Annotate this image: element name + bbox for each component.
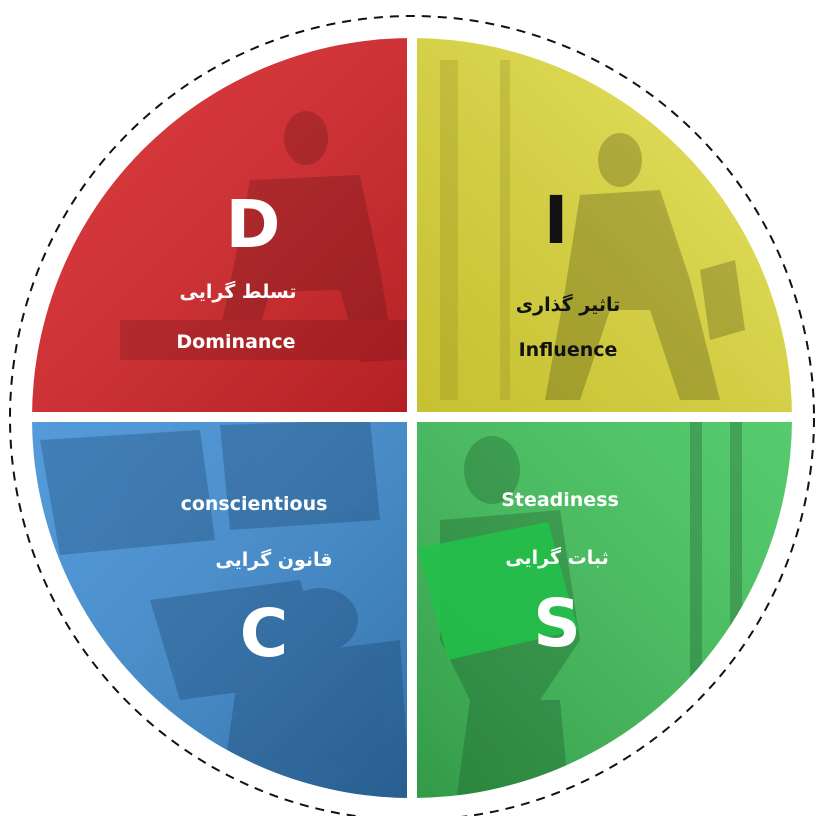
influence-person-image [440, 60, 745, 400]
quadrant-steadiness[interactable] [412, 418, 807, 808]
dominance-persian-label: تسلط گرایی [180, 280, 297, 303]
folder-image [418, 522, 578, 660]
steadiness-letter: S [533, 585, 581, 662]
influence-persian-label: تاثیر گذاری [516, 293, 620, 316]
conscientious-persian-label: قانون گرایی [215, 548, 332, 571]
dashed-outline [9, 15, 815, 816]
dominance-letter: D [226, 186, 281, 263]
quadrant-dominance[interactable] [20, 30, 412, 418]
steadiness-persian-label: ثبات گرایی [505, 546, 608, 569]
vertical-divider [407, 38, 417, 798]
horizontal-divider [32, 412, 792, 422]
dominance-person-image [120, 111, 410, 362]
conscientious-person-image [40, 420, 410, 798]
steadiness-english-label: Steadiness [501, 489, 619, 511]
conscientious-english-label: conscientious [181, 493, 328, 515]
conscientious-letter: C [240, 595, 288, 672]
influence-english-label: Influence [519, 339, 618, 361]
dominance-english-label: Dominance [176, 331, 295, 353]
quadrant-conscientious[interactable] [20, 418, 412, 808]
influence-letter: I [544, 182, 569, 259]
